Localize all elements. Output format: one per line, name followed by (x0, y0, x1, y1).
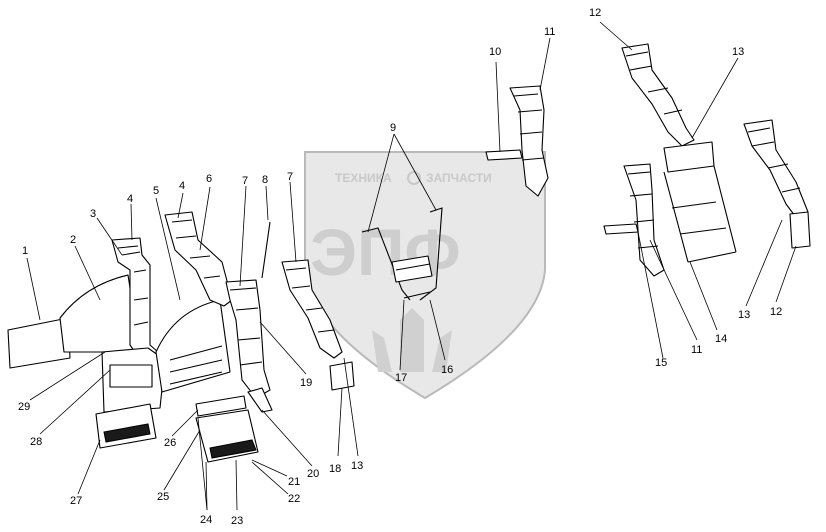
callout-10: 10 (489, 46, 501, 58)
callout-9: 9 (390, 122, 396, 134)
part-1-plate (7, 317, 71, 369)
callout-11-top: 11 (544, 26, 555, 38)
callout-23: 23 (231, 515, 243, 527)
callout-27: 27 (70, 495, 82, 507)
callouts: 1 2 3 4 4 5 6 7 7 8 9 10 11 11 12 12 13 … (18, 7, 782, 527)
watermark-wheat-icon (372, 308, 452, 372)
part-18-plate (329, 361, 355, 391)
watermark-text-right: ЗАПЧАСТИ (426, 171, 492, 185)
callout-24: 24 (200, 514, 212, 526)
part-13-plate-right (789, 211, 811, 249)
callout-17: 17 (395, 372, 407, 384)
callout-8: 8 (262, 174, 268, 186)
part-11-side-rail-top (485, 85, 549, 197)
callout-13-top: 13 (732, 46, 744, 58)
callout-22: 22 (288, 493, 300, 505)
callout-16: 16 (441, 364, 453, 376)
part-12-side-rail-upper-right (621, 43, 695, 147)
part-6-side-rail-middle (164, 211, 233, 307)
callout-28: 28 (30, 436, 42, 448)
callout-11-right: 11 (691, 344, 702, 356)
callout-21: 21 (288, 476, 300, 488)
callout-29: 29 (18, 401, 30, 413)
callout-5: 5 (153, 185, 159, 197)
part-12-side-rail-far-right (743, 119, 811, 249)
part-28-step-slot (109, 364, 153, 388)
part-8-rod (261, 221, 271, 279)
callout-13-bottom: 13 (351, 460, 363, 472)
callout-13-right: 13 (738, 309, 750, 321)
part-2-curved-panel (59, 274, 141, 353)
callout-20: 20 (307, 468, 319, 480)
part-14-ladder-right (663, 141, 737, 263)
callout-15: 15 (655, 357, 667, 369)
callout-26: 26 (164, 437, 176, 449)
watermark-gear-icon (407, 171, 421, 185)
callout-4-left: 4 (127, 193, 133, 205)
callout-3: 3 (90, 208, 96, 220)
callout-25: 25 (157, 491, 169, 503)
watermark-text-left: ТЕХНИКА (335, 171, 392, 185)
callout-12-bottom: 12 (770, 306, 782, 318)
callout-18: 18 (329, 463, 341, 475)
callout-7-left: 7 (242, 175, 248, 187)
callout-14: 14 (715, 333, 727, 345)
part-5-fender-panel (155, 299, 231, 393)
leader-lines (26, 21, 797, 511)
part-20-bracket (247, 387, 273, 413)
callout-6: 6 (206, 173, 212, 185)
callout-12-top: 12 (589, 7, 601, 19)
part-7-side-rail-right (281, 259, 343, 359)
part-15-side-rail-right (603, 163, 665, 277)
part-10-bracket (485, 149, 523, 161)
callout-1: 1 (22, 245, 28, 257)
callout-19: 19 (300, 377, 312, 389)
part-24-step-assembly (195, 395, 259, 463)
callout-7-right: 7 (287, 171, 293, 183)
callout-4-middle: 4 (179, 180, 185, 192)
watermark-logo: ЭПФ (310, 215, 461, 289)
part-7-side-rail-main (225, 279, 273, 413)
part-27-step (95, 403, 157, 449)
callout-2: 2 (70, 234, 76, 246)
